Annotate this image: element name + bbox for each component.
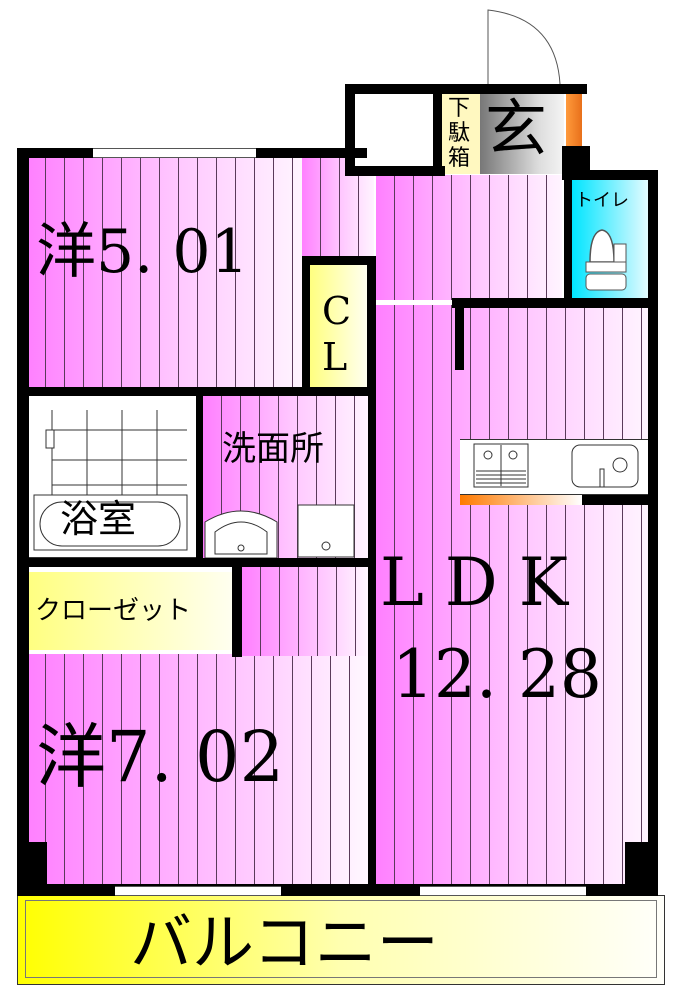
window-ldk	[420, 886, 586, 896]
closet-cl-label-l: L	[322, 335, 348, 379]
balcony-label: バルコニー	[130, 906, 439, 979]
window-western-5	[93, 148, 256, 158]
washroom-label: 洗面所	[222, 429, 324, 469]
toilet-label: トイレ	[575, 190, 629, 211]
hallway	[376, 175, 562, 300]
kitchen-accent	[460, 495, 582, 505]
entrance	[480, 92, 564, 174]
kitchen-sink-icon	[571, 444, 639, 488]
entrance-door-icon[interactable]	[486, 8, 566, 86]
entrance-label: 玄	[485, 92, 548, 165]
bath-tile-grid	[33, 410, 188, 551]
closet-cl	[310, 265, 367, 387]
room-ldk	[376, 305, 648, 885]
shoe-box	[442, 92, 480, 174]
shoe-box-label-3: 箱	[448, 146, 471, 171]
wall	[17, 148, 29, 896]
closet-cl-label-c: C	[322, 289, 352, 333]
shoe-box-label-2: 駄	[448, 121, 471, 146]
washing-machine-icon	[297, 504, 355, 558]
closet-room	[27, 572, 232, 650]
bathroom-label: 浴室	[60, 497, 137, 541]
stove-icon	[473, 443, 529, 488]
room-western-7-label: 洋7. 02	[36, 716, 285, 798]
closet-label: クローゼット	[35, 596, 192, 626]
room-western-5-label: 洋5. 01	[36, 217, 249, 287]
bathroom	[27, 395, 197, 558]
sink-icon	[204, 510, 278, 558]
ldk-label: L D K	[380, 544, 569, 621]
shoe-box-label-1: 下	[448, 96, 471, 121]
room-western-5	[27, 157, 302, 387]
window-western-7	[115, 886, 281, 896]
toilet-icon	[585, 229, 627, 291]
entrance-accent	[566, 92, 582, 146]
room-western-7-top	[242, 566, 369, 656]
room-western-7	[27, 654, 369, 884]
ldk-size: 12. 28	[392, 636, 602, 713]
